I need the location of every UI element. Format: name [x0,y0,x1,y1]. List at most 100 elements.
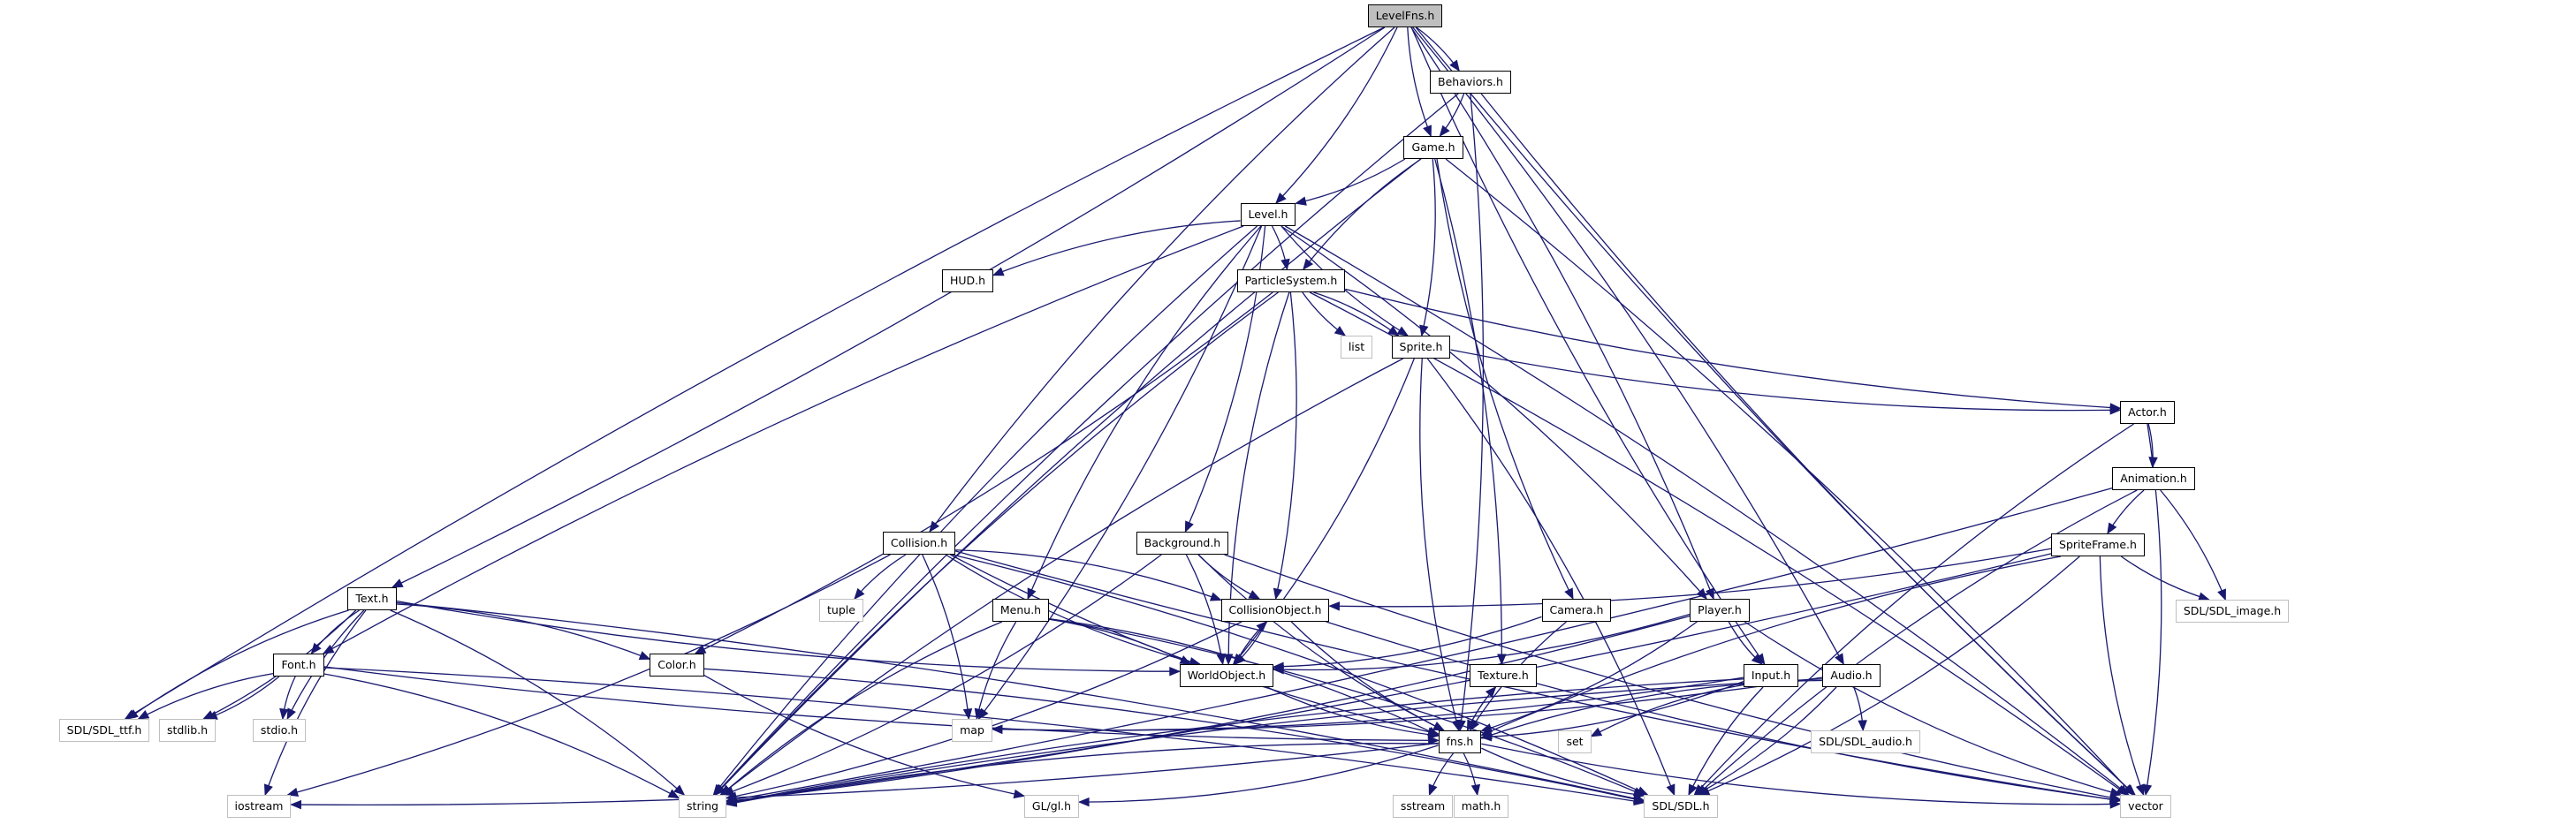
edge-background-to-worldobject [1185,554,1224,665]
arrowhead-icon [2107,522,2117,535]
edge-game-to-camera [1436,158,1574,600]
arrowhead-icon [667,789,680,799]
arrowhead-icon [1328,601,1341,611]
arrowhead-icon [720,784,733,796]
node-sprite[interactable]: Sprite.h [1391,336,1451,359]
edge-spriteframe-to-vector [2099,556,2145,796]
edge-audio-to-map [992,677,1823,731]
node-texture[interactable]: Texture.h [1470,664,1537,687]
edge-text-to-string [390,609,685,796]
node-hud[interactable]: HUD.h [941,269,994,292]
node-player[interactable]: Player.h [1690,599,1750,622]
arrowhead-icon [137,710,150,720]
node-levelfns[interactable]: LevelFns.h [1367,4,1443,27]
node-animation[interactable]: Animation.h [2112,467,2195,490]
arrowhead-icon [1432,722,1445,731]
node-iostream: iostream [226,795,292,818]
arrowhead-icon [673,784,686,796]
arrowhead-icon [991,724,1003,735]
node-particlesystem[interactable]: ParticleSystem.h [1236,269,1346,292]
node-menu[interactable]: Menu.h [992,599,1050,622]
arrowhead-icon [1564,587,1574,601]
arrowhead-icon [1590,727,1603,737]
arrowhead-icon [1485,686,1497,699]
edge-animation-to-sdl [1697,489,2138,796]
edge-levelfns-to-game [1407,26,1432,137]
edge-collision-to-sdl [952,554,1648,796]
node-stdlib: stdlib.h [158,719,217,742]
arrowhead-icon [1280,258,1290,271]
arrowhead-icon [322,644,335,654]
edge-level-to-font [323,225,1244,654]
edge-font-to-sdl_ttf [138,672,274,720]
node-audio[interactable]: Audio.h [1822,664,1881,687]
arrowhead-icon [1334,325,1347,336]
edge-audio-to-string [726,678,1823,805]
node-spriteframe[interactable]: SpriteFrame.h [2051,533,2145,556]
arrowhead-icon [1256,621,1268,632]
node-fns[interactable]: fns.h [1438,730,1482,753]
node-text[interactable]: Text.h [347,587,397,610]
edge-game-to-vector [1445,158,2134,796]
arrowhead-icon [1439,125,1450,138]
edge-level-to-vector [1284,225,2130,796]
edge-worldobject-to-fns [1266,686,1439,737]
edge-spriteframe-to-sdl [1698,556,2080,796]
arrowhead-icon [1275,193,1287,204]
node-collisionobject[interactable]: CollisionObject.h [1220,599,1330,622]
node-camera[interactable]: Camera.h [1541,599,1612,622]
node-input[interactable]: Input.h [1743,664,1799,687]
edge-input-to-string [726,678,1744,805]
node-set: set [1558,730,1592,753]
node-game[interactable]: Game.h [1403,136,1463,159]
node-gl: GL/gl.h [1023,795,1080,818]
arrowhead-icon [279,707,289,721]
edge-particlesystem-to-sprite [1313,291,1399,336]
edge-sprite-to-sdl [1426,358,1676,796]
arrowhead-icon [1209,592,1222,601]
node-vector: vector [2120,795,2171,818]
node-stdio: stdio.h [252,719,307,742]
arrowhead-icon [2123,784,2134,796]
edge-player-to-worldobject [1273,613,1691,671]
arrowhead-icon [126,709,139,720]
edge-collision-to-worldobject [945,554,1200,665]
edge-particlesystem-to-collisionobject [1274,291,1297,600]
arrowhead-icon [2142,783,2153,797]
edge-spriteframe-to-sdl_image [2120,556,2209,601]
node-actor[interactable]: Actor.h [2120,401,2175,424]
edge-collision-to-map [922,554,969,720]
node-worldobject[interactable]: WorldObject.h [1179,664,1274,687]
node-background[interactable]: Background.h [1136,532,1229,555]
arrowhead-icon [694,645,707,654]
node-color[interactable]: Color.h [650,654,704,677]
arrowhead-icon [1077,797,1090,807]
edge-menu-to-sdl [1048,617,1645,797]
arrowhead-icon [1184,520,1194,533]
arrowhead-icon [286,787,300,797]
edge-fns-to-string [726,743,1439,805]
edge-particlesystem-to-string [715,291,1279,796]
arrowhead-icon [391,578,404,588]
edge-audio-to-sdl [1695,686,1837,796]
arrowhead-icon [286,707,296,721]
node-level[interactable]: Level.h [1240,203,1296,226]
node-sdl: SDL/SDL.h [1644,795,1718,818]
edge-player-to-fns [1481,621,1698,732]
arrowhead-icon [1428,783,1438,797]
node-collision[interactable]: Collision.h [882,532,956,555]
arrowhead-icon [638,651,651,661]
arrowhead-icon [1835,653,1844,666]
node-sdl-ttf: SDL/SDL_ttf.h [58,719,150,742]
node-font[interactable]: Font.h [273,654,324,677]
node-behaviors[interactable]: Behaviors.h [1430,71,1511,94]
edge-sprite-to-string [719,358,1403,796]
edge-sprite-to-actor [1450,349,2121,412]
edge-text-to-sdl [396,601,1645,802]
edge-font-to-fns [323,666,1439,742]
edge-menu-to-string [720,621,1003,796]
arrowhead-icon [1387,325,1400,336]
edge-menu-to-map [976,621,1017,720]
arrowhead-icon [1688,783,1698,797]
